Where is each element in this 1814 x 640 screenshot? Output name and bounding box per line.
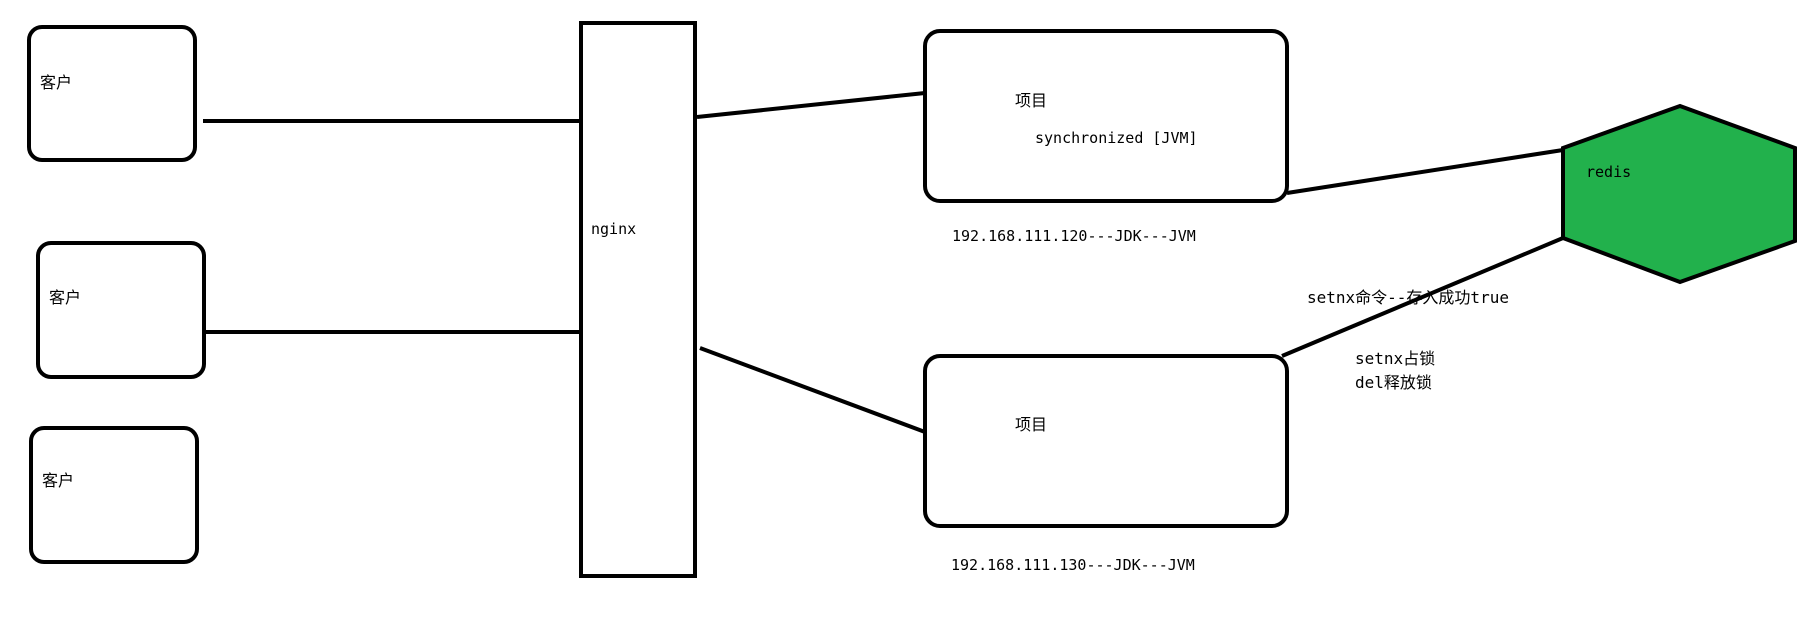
project-label-1: 项目 — [1015, 91, 1047, 110]
client-box-3 — [29, 426, 199, 564]
link-project1-redis — [1286, 148, 1564, 195]
client-label-2: 客户 — [49, 288, 81, 307]
project-address-1: 192.168.111.120---JDK---JVM — [952, 227, 1196, 245]
project-detail-1: synchronized [JVM] — [1035, 129, 1198, 147]
project-address-2: 192.168.111.130---JDK---JVM — [951, 556, 1195, 574]
setnx-lock-note: setnx占锁 — [1355, 349, 1435, 368]
nginx-box — [579, 21, 697, 578]
nginx-label: nginx — [591, 220, 636, 238]
project-box-2 — [923, 354, 1289, 528]
client-label-3: 客户 — [42, 471, 74, 490]
del-release-note: del释放锁 — [1355, 373, 1432, 392]
project-box-1 — [923, 29, 1289, 203]
redis-label: redis — [1586, 163, 1631, 181]
client-box-1 — [27, 25, 197, 162]
link-nginx-project1 — [696, 91, 926, 119]
link-nginx-project2 — [699, 346, 926, 434]
project-label-2: 项目 — [1015, 415, 1047, 434]
client-label-1: 客户 — [40, 73, 72, 92]
client-box-2 — [36, 241, 206, 379]
setnx-command-note: setnx命令--存入成功true — [1307, 288, 1509, 307]
redis-node — [1561, 103, 1797, 285]
link-project2-redis — [1281, 236, 1564, 358]
